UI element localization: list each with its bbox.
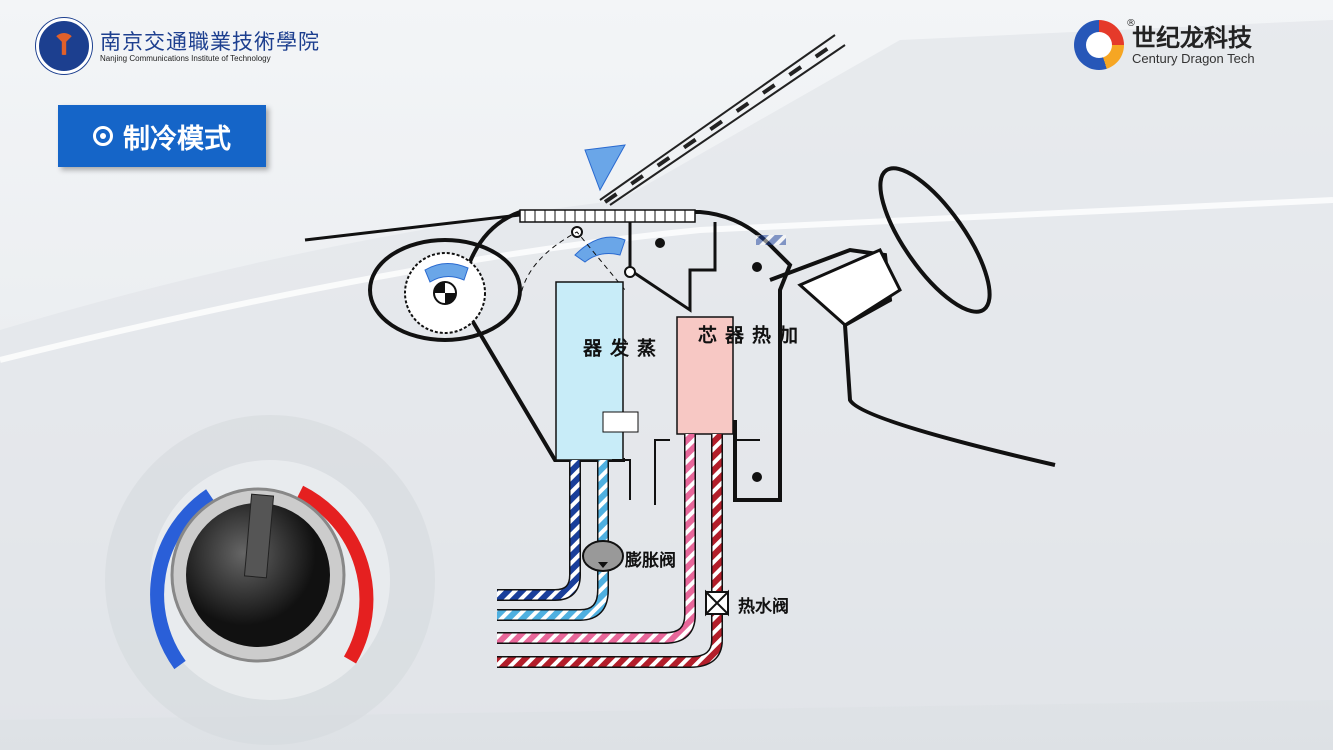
school-logo: 南京交通職業技術學院 Nanjing Communications Instit…: [36, 18, 320, 74]
temperature-knob: [150, 485, 374, 670]
evaporator-box: [555, 281, 624, 461]
heater-core-label: 加热器芯: [695, 325, 798, 346]
heater-core-box: [676, 316, 734, 435]
evaporator-label: 蒸发器: [580, 338, 656, 359]
brand-name-cn: 世纪龙科技: [1132, 23, 1252, 52]
hot-water-valve-icon: [705, 589, 729, 617]
school-seal-icon: [36, 18, 92, 74]
school-name-cn: 南京交通職業技術學院: [100, 29, 320, 54]
registered-mark: ®: [1126, 18, 1136, 29]
mode-title-text: 制冷模式: [123, 123, 231, 155]
school-name-en: Nanjing Communications Institute of Tech…: [100, 53, 271, 63]
expansion-valve-label: 膨胀阀: [625, 551, 676, 571]
brand-logo: ® 世纪龙科技 Century Dragon Tech: [1074, 18, 1255, 70]
mode-title: 制冷模式: [58, 105, 266, 167]
expansion-valve-icon: [582, 540, 624, 572]
hot-water-valve-label: 热水阀: [738, 597, 789, 617]
target-icon: [93, 126, 113, 146]
brand-name-en: Century Dragon Tech: [1132, 50, 1255, 66]
dragon-logo-icon: [1074, 20, 1124, 70]
